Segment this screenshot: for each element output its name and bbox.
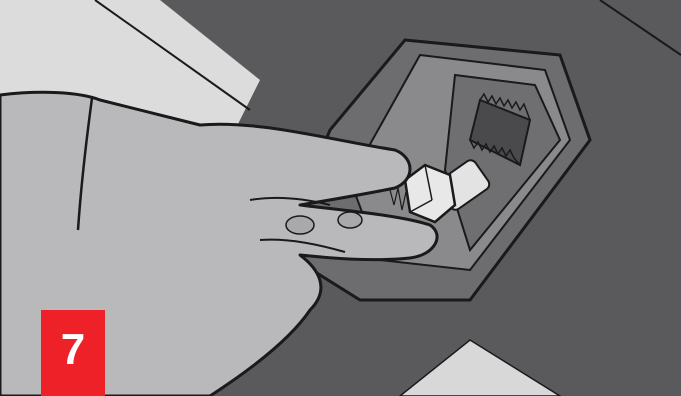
step-number: 7 — [61, 328, 85, 372]
step-number-badge: 7 — [41, 310, 105, 396]
lower-light-strip — [400, 340, 560, 396]
surface-edge-right — [600, 0, 681, 55]
knuckle-2 — [338, 212, 362, 228]
knuckle — [286, 216, 314, 234]
